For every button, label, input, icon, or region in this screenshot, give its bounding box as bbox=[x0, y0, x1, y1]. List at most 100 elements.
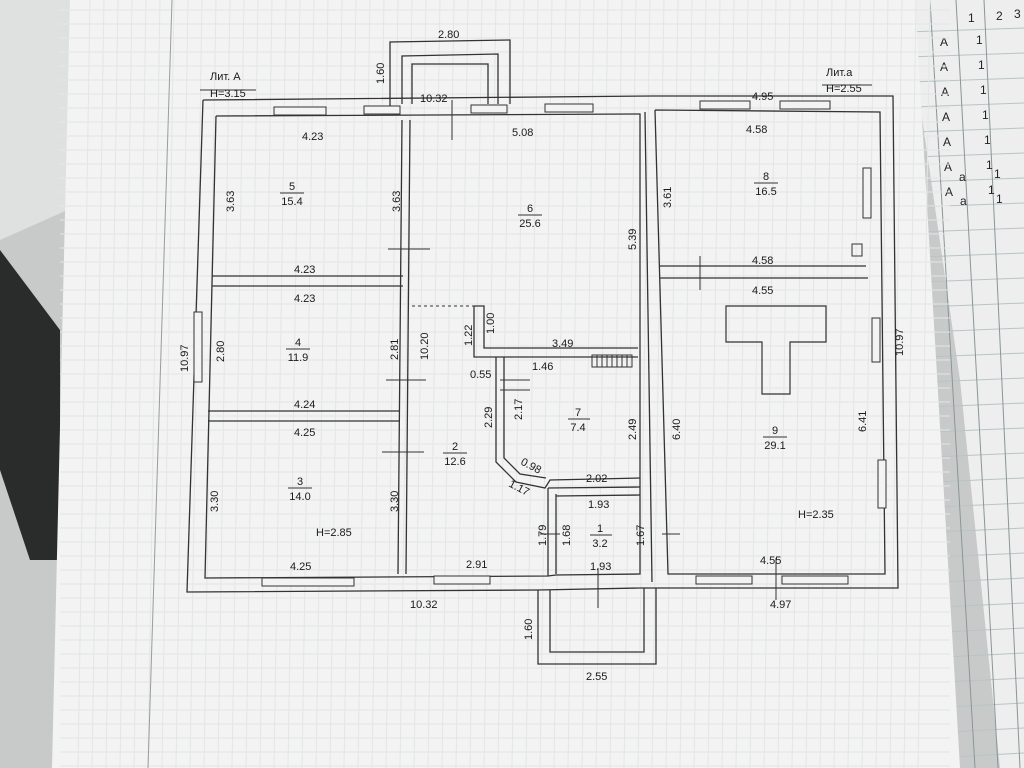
dim-label: 10.20 bbox=[419, 332, 431, 360]
window bbox=[877, 459, 887, 509]
side-table-header-1: 1 bbox=[968, 11, 975, 25]
dim-label: 4.23 bbox=[294, 264, 315, 276]
dim-label: 1.60 bbox=[375, 63, 387, 84]
partition-left-b bbox=[405, 119, 411, 575]
ledger-row-line bbox=[921, 277, 1024, 283]
lit-main-label: Лит. А bbox=[210, 71, 241, 83]
room-number: 4 bbox=[295, 337, 301, 349]
dim-label: 1.93 bbox=[588, 499, 609, 511]
dim-label: 4.25 bbox=[290, 561, 311, 573]
porch-bottom-inner bbox=[549, 588, 645, 653]
room-7: 7 7.4 bbox=[568, 407, 590, 434]
outer-wall-outline bbox=[186, 95, 899, 593]
room-area: 3.2 bbox=[592, 538, 607, 550]
ledger-row-line bbox=[944, 652, 1024, 658]
side-table-cell: а bbox=[959, 170, 966, 184]
room-5: 5 15.4 bbox=[280, 181, 304, 208]
side-table-cell: А bbox=[943, 135, 951, 149]
dim-label: 10.97 bbox=[179, 344, 191, 372]
dim-label: 1.00 bbox=[485, 313, 497, 334]
ledger-column-line bbox=[955, 0, 999, 768]
annex-height-label: H=2.35 bbox=[798, 509, 834, 521]
inner-wall-outline-right bbox=[654, 109, 886, 575]
dim-label: 4.24 bbox=[294, 399, 315, 411]
dim-label: 2.49 bbox=[627, 419, 639, 440]
ledger-row-line bbox=[929, 402, 1024, 408]
room-area: 25.6 bbox=[519, 218, 540, 230]
porch-top-outer bbox=[389, 39, 511, 106]
ledger-column-line bbox=[983, 0, 1021, 768]
side-table-cell: А bbox=[941, 85, 949, 99]
dim-label: 10.97 bbox=[894, 328, 906, 356]
dim-label: 10.32 bbox=[420, 93, 448, 105]
wall-room7-top-b bbox=[473, 306, 638, 358]
room-area: 16.5 bbox=[755, 186, 776, 198]
rooms: 5 15.4 6 25.6 8 16.5 4 11.9 7 7.4 9 29.1 bbox=[280, 171, 787, 550]
ledger-row-line bbox=[933, 477, 1024, 483]
window bbox=[193, 311, 203, 383]
room-number: 8 bbox=[763, 171, 769, 183]
dim-label: 4.55 bbox=[752, 285, 773, 297]
room-area: 12.6 bbox=[444, 456, 465, 468]
dim-label: 3.63 bbox=[225, 191, 237, 212]
door-marks bbox=[382, 100, 777, 608]
room-number: 6 bbox=[527, 203, 533, 215]
ledger-row-line bbox=[942, 627, 1024, 633]
plan-labels: Лит. А H=3.15 Лит.а H=2.55 H=2.85 H=2.35 bbox=[210, 67, 862, 539]
small-fixture bbox=[851, 243, 863, 257]
dim-label: 2.81 bbox=[389, 339, 401, 360]
room-area: 11.9 bbox=[288, 352, 309, 364]
dim-label: 2.91 bbox=[466, 559, 487, 571]
dim-label: 2.55 bbox=[586, 671, 607, 683]
radiator-hatch-lines bbox=[596, 355, 628, 367]
dim-label: 1.60 bbox=[523, 619, 535, 640]
dim-label: 3.61 bbox=[662, 187, 674, 208]
binder-clip bbox=[0, 250, 60, 560]
side-table-cell: А bbox=[942, 110, 950, 124]
porch-bottom-outer bbox=[537, 588, 657, 665]
ledger-row-line bbox=[906, 27, 1024, 33]
partition-left-a bbox=[397, 119, 403, 575]
window bbox=[261, 577, 355, 587]
room-3: 3 14.0 bbox=[288, 476, 312, 503]
ledger-grid bbox=[906, 0, 1024, 768]
dim-label: 4.58 bbox=[752, 255, 773, 267]
dim-label: 5.08 bbox=[512, 127, 533, 139]
ledger-row-line bbox=[923, 302, 1024, 308]
main-height-label: H=2.85 bbox=[316, 527, 352, 539]
wall-room1-top bbox=[547, 486, 641, 489]
room-2: 2 12.6 bbox=[443, 441, 467, 468]
wall-room1-top-b bbox=[555, 494, 641, 497]
dim-label: 4.58 bbox=[746, 124, 767, 136]
dim-label: 4.25 bbox=[294, 427, 315, 439]
side-table-cell: 1 bbox=[982, 108, 989, 122]
dim-label: 1.46 bbox=[532, 361, 553, 373]
dim-label: 3.63 bbox=[391, 191, 403, 212]
porches bbox=[389, 39, 657, 665]
dim-label: 6.40 bbox=[671, 419, 683, 440]
window bbox=[779, 100, 831, 110]
dim-label: 10.32 bbox=[410, 599, 438, 611]
dim-label: 0.55 bbox=[470, 369, 491, 381]
dim-label: 4.23 bbox=[302, 131, 323, 143]
lit-annex-label: Лит.а bbox=[826, 67, 853, 79]
lit-annex-height: H=2.55 bbox=[826, 83, 862, 95]
room-number: 1 bbox=[597, 523, 603, 535]
room-area: 7.4 bbox=[570, 422, 585, 434]
dim-label: 1.22 bbox=[463, 325, 475, 346]
side-table-cell: 1 bbox=[980, 83, 987, 97]
ledger-row-line bbox=[936, 527, 1024, 533]
room-number: 9 bbox=[772, 425, 778, 437]
porch-top-mid bbox=[401, 53, 499, 104]
stove-shape bbox=[725, 305, 827, 395]
dim-label: 1.68 bbox=[561, 525, 573, 546]
sheet-margin-line bbox=[147, 0, 173, 768]
window bbox=[433, 575, 491, 585]
ledger-row-line bbox=[914, 152, 1024, 158]
dim-label: 1.67 bbox=[635, 525, 647, 546]
side-table-cell: 1 bbox=[986, 158, 993, 172]
room-number: 3 bbox=[297, 476, 303, 488]
dim-label: 4.55 bbox=[760, 555, 781, 567]
room-8: 8 16.5 bbox=[754, 171, 778, 198]
